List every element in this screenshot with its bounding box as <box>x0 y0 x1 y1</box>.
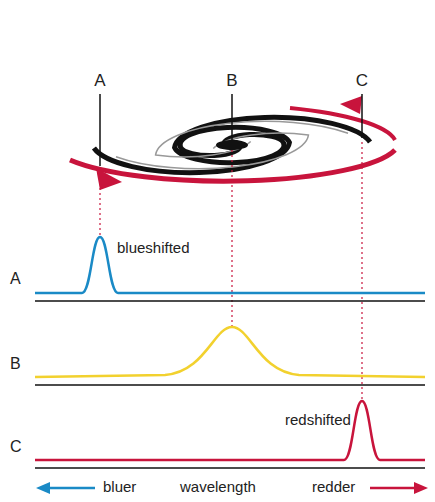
row-label: A <box>10 270 21 288</box>
spectrum-curve <box>35 327 425 377</box>
shift-label: redshifted <box>285 412 351 429</box>
arrow-head <box>36 482 50 494</box>
projection-line <box>99 168 100 236</box>
arrow-head <box>340 96 362 114</box>
axis-line <box>35 300 425 302</box>
axis-arrow <box>370 487 416 490</box>
point-label: C <box>356 72 368 91</box>
leader-line <box>99 94 101 166</box>
point-label: B <box>226 72 237 91</box>
spectrum-curve <box>35 401 425 460</box>
axis-line <box>35 467 425 469</box>
axis-label: wavelength <box>180 479 256 496</box>
shift-label: blueshifted <box>117 240 190 257</box>
projection-line <box>231 150 232 326</box>
axis-arrow <box>48 487 95 490</box>
spectrum-curve <box>35 237 425 293</box>
leader-line <box>231 94 233 140</box>
projection-line <box>361 142 362 400</box>
leader-line <box>361 94 363 138</box>
axis-line <box>35 384 425 386</box>
row-label: C <box>10 438 22 456</box>
axis-label: redder <box>312 479 355 496</box>
axis-label: bluer <box>103 479 136 496</box>
row-label: B <box>10 355 21 373</box>
arrow-head <box>414 482 428 494</box>
point-label: A <box>94 72 105 91</box>
